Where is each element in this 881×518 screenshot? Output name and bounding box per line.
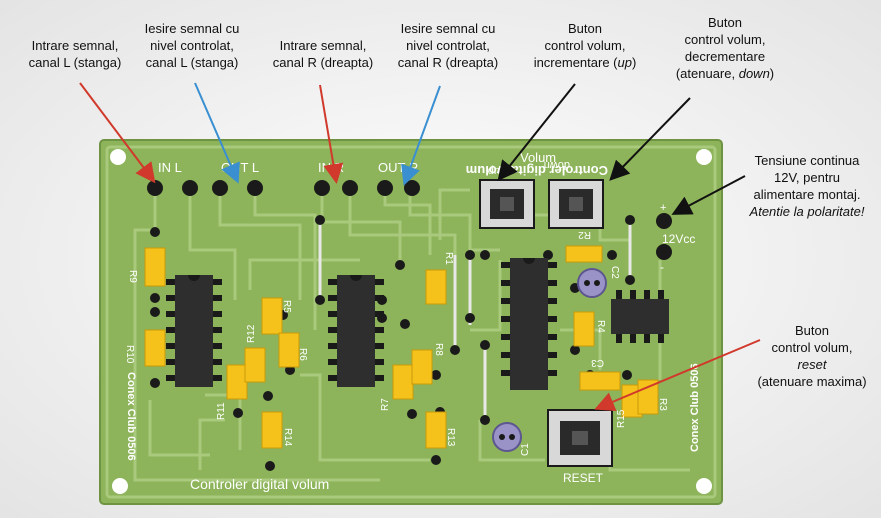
label-r15: R15 (616, 409, 627, 428)
label-c1: C1 (520, 443, 531, 456)
label-r14: R14 (282, 428, 293, 447)
silk-minus: - (660, 260, 664, 274)
label-r5: R5 (281, 300, 292, 313)
silk-plus: + (660, 202, 666, 214)
label-c2: C2 (609, 266, 620, 279)
arrow-out-r (401, 85, 441, 186)
button-down (548, 179, 604, 229)
button-up (479, 179, 535, 229)
arrow-out-l (194, 82, 240, 184)
silk-up: up (488, 165, 500, 177)
label-r11: R11 (216, 402, 227, 420)
mounting-hole (110, 149, 126, 165)
callout-out-l: Iesire semnal cu nivel controlat, canal … (144, 21, 240, 70)
silk-mirror-title: Controler digital volum (466, 163, 608, 178)
label-c3: C3 (591, 357, 604, 368)
arrow-reset (594, 339, 761, 412)
capacitors (492, 268, 621, 452)
mounting-hole (112, 478, 128, 494)
arrow-in-r (319, 84, 344, 184)
mounting-hole (696, 149, 712, 165)
ic-u3 (501, 258, 557, 390)
label-r4: R4 (595, 320, 606, 333)
silk-in-r: IN R (318, 160, 344, 175)
arrow-up (497, 83, 576, 182)
mounting-hole (696, 478, 712, 494)
silk-volum: Volum (520, 150, 556, 165)
silk-down: down (544, 159, 570, 171)
connector-pads (147, 180, 672, 260)
silk-out-l: OUT L (221, 160, 259, 175)
label-r2: R2 (578, 229, 591, 240)
label-r1: R1 (443, 252, 454, 265)
callout-down: Buton control volum, decrementare (atenu… (675, 15, 775, 81)
silk-side-right: Conex Club 0506 (689, 363, 701, 452)
label-r7: R7 (380, 398, 391, 411)
button-reset (547, 409, 613, 467)
label-r10: R10 (124, 345, 135, 364)
ic-u2 (328, 275, 384, 387)
arrow-power (671, 175, 746, 215)
silk-bottom-title: Controler digital volum (190, 476, 329, 492)
callout-out-r: Iesire semnal cu nivel controlat, canal … (397, 21, 499, 70)
callout-in-r: Intrare semnal, canal R (dreapta) (272, 38, 374, 70)
label-r3: R3 (657, 398, 668, 411)
silk-in-l: IN L (158, 160, 182, 175)
resistors (144, 245, 659, 449)
arrow-in-l (79, 82, 156, 184)
label-r9: R9 (127, 270, 138, 283)
label-r6: R6 (297, 348, 308, 361)
label-r8: R8 (433, 343, 444, 356)
label-r13: R13 (445, 428, 456, 447)
silk-reset: RESET (563, 471, 604, 485)
silk-vcc: 12Vcc (662, 232, 695, 246)
board-border-trace (105, 145, 717, 499)
via-pads (150, 215, 635, 471)
ic-u4 (611, 290, 669, 343)
callout-reset: Buton control volum,reset(atenuare maxim… (757, 323, 867, 389)
label-r12: R12 (246, 324, 257, 343)
callout-in-l: Intrare semnal, canal L (stanga) (28, 38, 122, 70)
arrow-down (609, 97, 691, 181)
ic-u1 (166, 275, 222, 387)
callout-up: Buton control volum, incrementare (up) (533, 21, 637, 70)
callout-power: Tensiune continua 12V, pentru alimentare… (749, 153, 865, 219)
silk-side-left: Conex Club 0506 (125, 372, 137, 461)
